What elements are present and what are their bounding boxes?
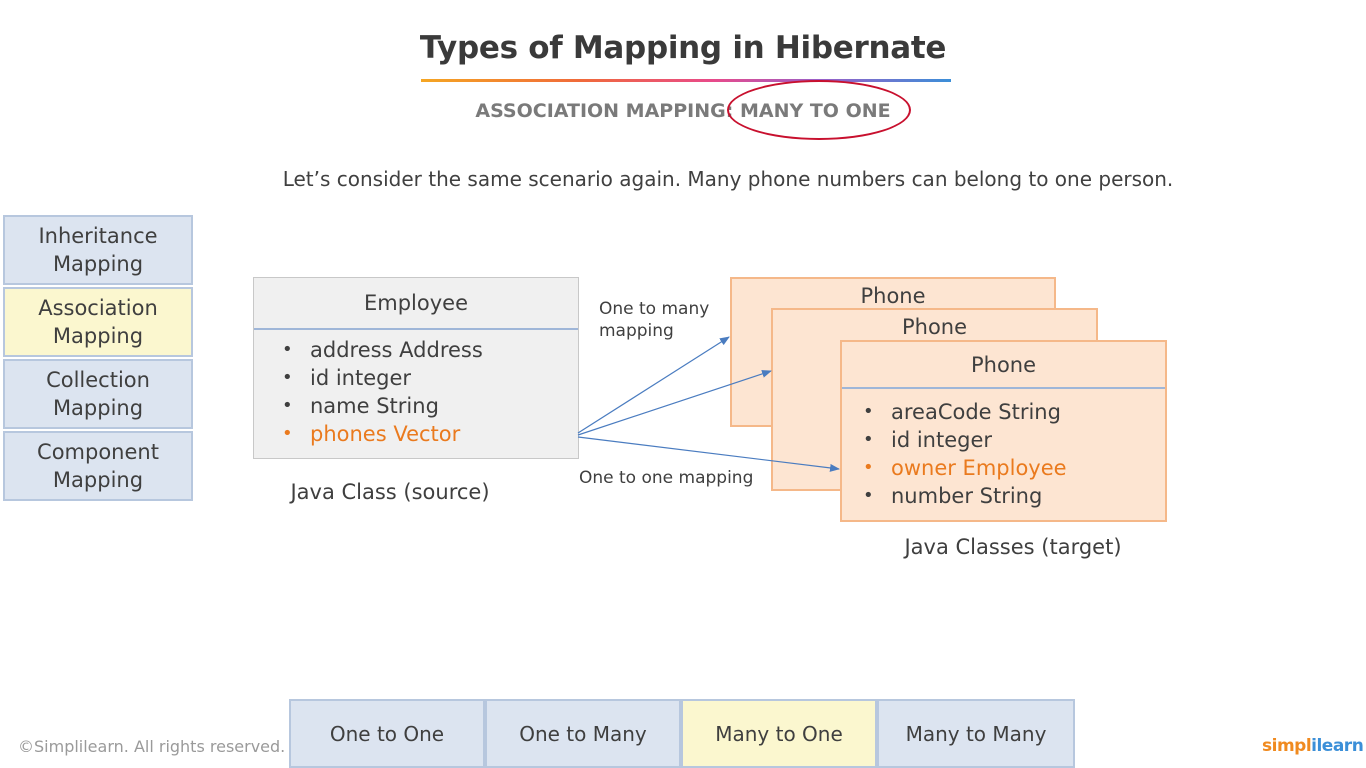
tab-many-to-one[interactable]: Many to One <box>681 699 877 768</box>
phone-class-title: Phone <box>842 342 1165 389</box>
employee-class-box: Employee address Address id integer name… <box>253 277 579 459</box>
sidebar-item-label: Association <box>38 296 158 320</box>
intro-text: Let’s consider the same scenario again. … <box>282 167 1174 191</box>
highlight-ellipse <box>727 80 911 140</box>
one-to-one-label: One to one mapping <box>579 468 754 488</box>
employee-field: id integer <box>254 364 578 392</box>
sidebar-item-label: Mapping <box>52 252 144 276</box>
phone-caption: Java Classes (target) <box>904 535 1122 559</box>
employee-class-title: Employee <box>254 278 578 330</box>
tab-label: Many to One <box>715 721 843 746</box>
tab-one-to-one[interactable]: One to One <box>289 699 485 768</box>
logo-text-part2: ilearn <box>1311 736 1364 756</box>
subtitle-category: ASSOCIATION MAPPING <box>475 100 726 122</box>
sidebar-item-label: Collection <box>46 368 150 392</box>
employee-field-list: address Address id integer name String p… <box>254 330 578 448</box>
sidebar-item-label: Mapping <box>52 468 144 492</box>
title-underline <box>421 79 951 82</box>
sidebar-item-label: Mapping <box>52 396 144 420</box>
phone-field: areaCode String <box>842 398 1165 426</box>
one-to-many-label: One to many mapping <box>599 298 709 342</box>
one-to-many-label-line1: One to many <box>599 299 710 319</box>
phone-field-list: areaCode String id integer owner Employe… <box>842 389 1165 510</box>
phone-class-title: Phone <box>901 315 968 339</box>
page-subtitle: ASSOCIATION MAPPING: MANY TO ONE <box>0 100 1366 122</box>
arrow-to-phone-back <box>577 336 730 434</box>
page-title: Types of Mapping in Hibernate <box>419 30 947 66</box>
sidebar-item-label: Inheritance <box>38 224 158 248</box>
phone-field: number String <box>842 482 1165 510</box>
phone-class-title: Phone <box>860 284 926 308</box>
sidebar-item-label: Mapping <box>52 324 144 348</box>
one-to-many-label-line2: mapping <box>599 321 674 341</box>
copyright-text: ©Simplilearn. All rights reserved. <box>18 737 286 756</box>
tab-one-to-many[interactable]: One to Many <box>485 699 681 768</box>
phone-class-box-front: Phone areaCode String id integer owner E… <box>840 340 1167 522</box>
logo-text-part1: simpl <box>1262 736 1312 756</box>
sidebar-item-label: Component <box>37 440 159 464</box>
employee-field: address Address <box>254 336 578 364</box>
tab-label: One to One <box>329 721 445 746</box>
tab-label: One to Many <box>519 721 647 746</box>
tab-many-to-many[interactable]: Many to Many <box>877 699 1075 768</box>
phone-field: id integer <box>842 426 1165 454</box>
simplilearn-logo: simplilearn <box>1262 736 1364 756</box>
tab-label: Many to Many <box>905 721 1047 746</box>
employee-field-highlighted: phones Vector <box>254 420 578 448</box>
employee-field: name String <box>254 392 578 420</box>
phone-field-highlighted: owner Employee <box>842 454 1165 482</box>
employee-caption: Java Class (source) <box>290 480 490 504</box>
